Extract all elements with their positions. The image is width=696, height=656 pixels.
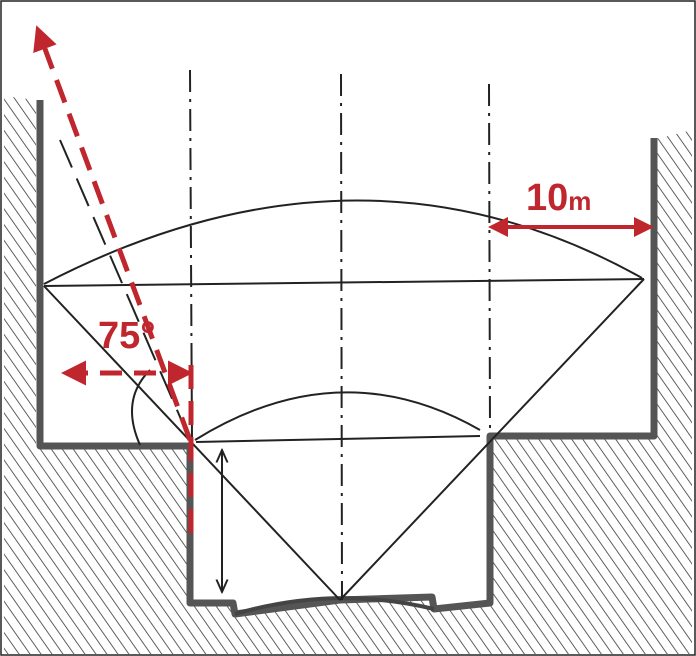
distance-label: 10m <box>526 177 591 219</box>
upper-chord <box>43 278 645 287</box>
center-axes <box>189 69 491 601</box>
bottom-slab <box>234 596 435 616</box>
distance-value: 10 <box>526 177 568 219</box>
upper-dish-curve <box>43 199 643 285</box>
distance-unit: m <box>568 186 591 216</box>
lower-dish-curve <box>194 391 481 441</box>
soil-hatching <box>4 96 692 654</box>
sight-line <box>59 139 191 441</box>
angle-label: 75° <box>98 315 155 357</box>
slope-line-right <box>339 278 645 601</box>
lower-chord <box>195 435 481 443</box>
